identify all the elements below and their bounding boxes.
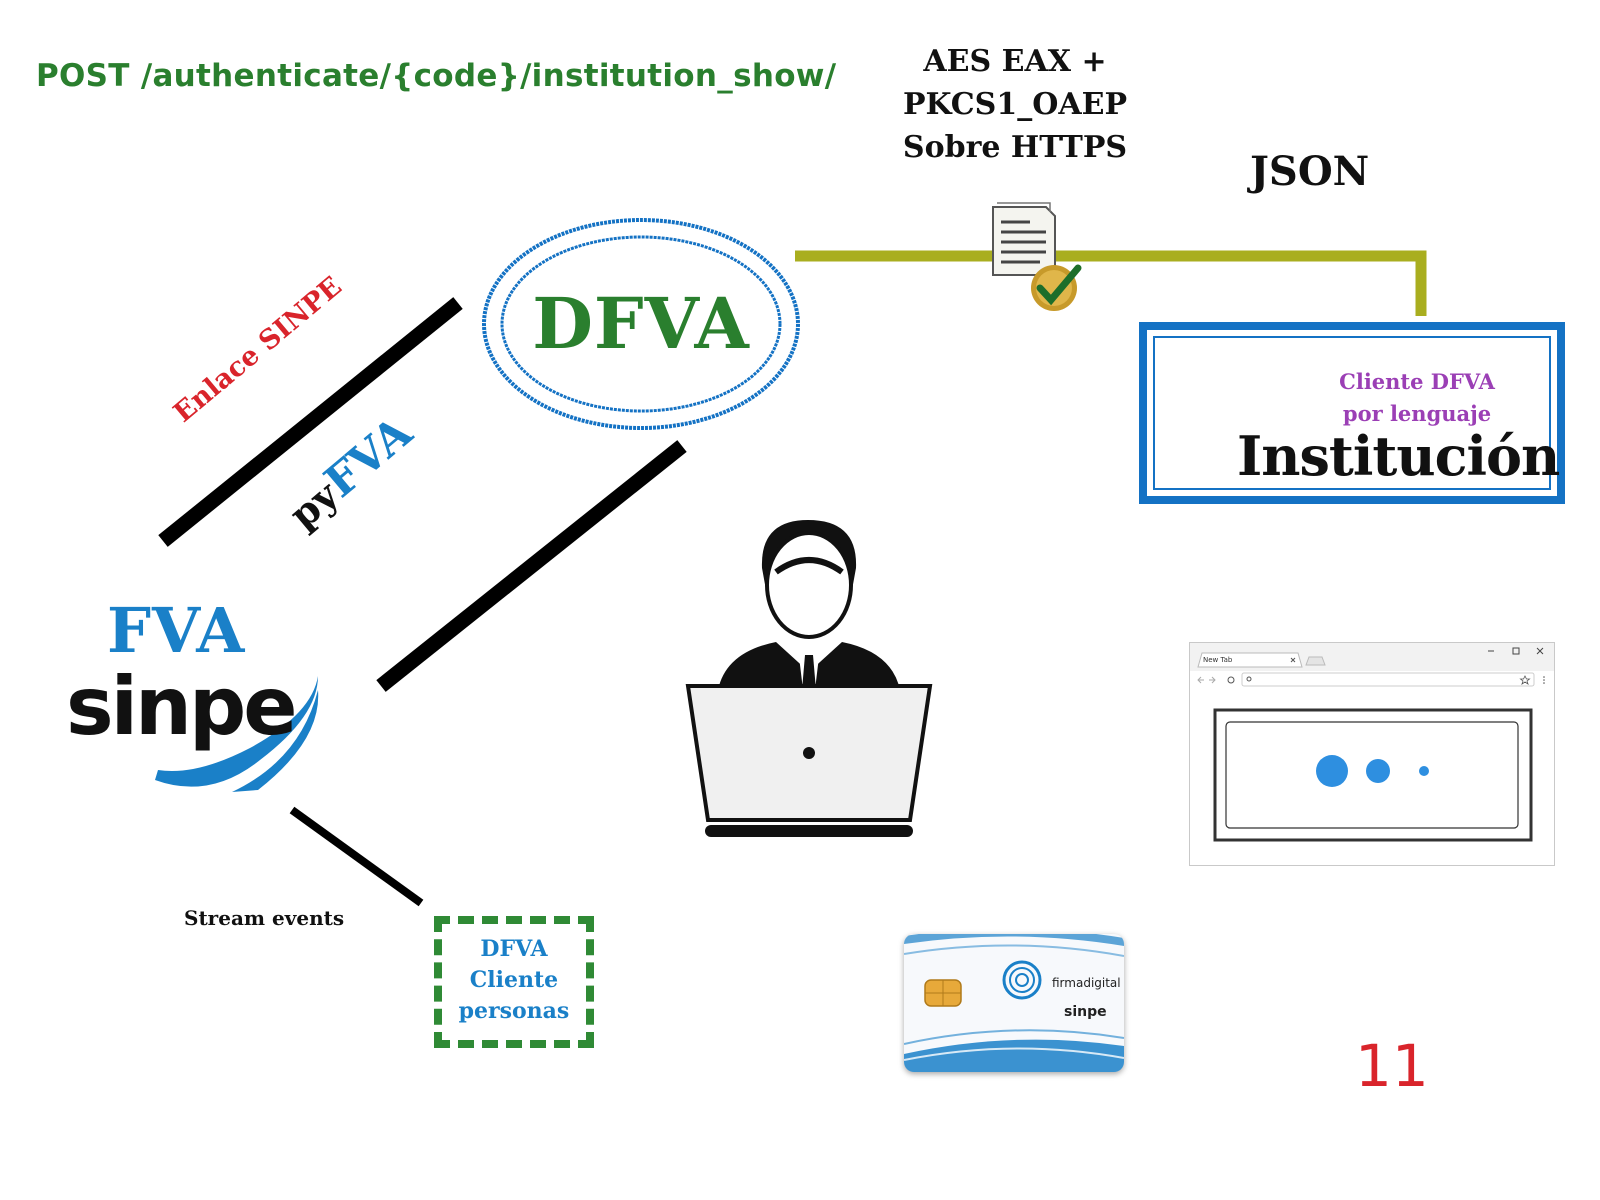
crypto-label: AES EAX + PKCS1_OAEP Sobre HTTPS <box>880 40 1150 169</box>
slide-number: 11 <box>1355 1032 1429 1100</box>
forward-icon <box>1209 676 1216 684</box>
dfva-server-label: DFVA <box>532 282 750 365</box>
tab-close-icon <box>1290 657 1296 663</box>
dfva-persons-text: DFVA Cliente personas <box>442 934 586 1027</box>
institution-inner-border: Cliente DFVA por lenguaje Institución <box>1153 336 1560 490</box>
browser-window: New Tab <box>1189 642 1555 866</box>
dfva-persons-line-3: personas <box>458 998 570 1024</box>
signed-document-icon <box>992 202 1082 311</box>
api-endpoint-label: POST /authenticate/{code}/institution_sh… <box>36 58 837 94</box>
institution-client-line-2: por lenguaje <box>1342 401 1492 426</box>
card-sinpe-text: sinpe <box>1064 1004 1107 1020</box>
sinpe-logo-text: sinpe <box>66 660 298 753</box>
json-connector-line <box>795 250 1427 316</box>
institution-client-label: Cliente DFVA por lenguaje <box>1327 366 1507 430</box>
pyfva-link <box>376 440 687 692</box>
back-icon <box>1197 676 1204 684</box>
loading-dot-medium <box>1366 759 1390 783</box>
browser-chrome <box>1190 643 1554 842</box>
stream-events-label: Stream events <box>184 906 345 930</box>
card-brand-text: firmadigital <box>1052 976 1121 990</box>
loading-dot-small <box>1419 766 1429 776</box>
new-tab-icon <box>1305 656 1326 666</box>
dfva-server-emblem <box>482 218 800 430</box>
crypto-line-2: PKCS1_OAEP <box>902 87 1128 122</box>
fva-logo-text: FVA <box>107 594 246 667</box>
dfva-persons-line-2: Cliente <box>469 967 559 993</box>
maximize-icon <box>1512 647 1520 655</box>
sinpe-swoosh-icon <box>155 676 318 787</box>
crypto-line-3: Sobre HTTPS <box>902 130 1128 165</box>
card-art <box>904 934 1124 1072</box>
spiral-logo-icon <box>1002 960 1042 1000</box>
enlace-sinpe-link <box>158 297 463 547</box>
json-label: JSON <box>1250 148 1370 195</box>
browser-tab-label: New Tab <box>1203 656 1233 664</box>
window-close-icon <box>1536 647 1544 655</box>
firma-digital-card: firmadigital sinpe <box>904 934 1124 1072</box>
loading-dot-large <box>1316 755 1348 787</box>
stream-events-link <box>289 806 424 907</box>
bookmark-star-icon <box>1519 675 1531 685</box>
institution-client-line-1: Cliente DFVA <box>1339 369 1495 394</box>
address-bar <box>1241 672 1535 687</box>
institution-name: Institución <box>1237 424 1560 488</box>
dfva-persons-client-box: DFVA Cliente personas <box>434 916 594 1048</box>
user-with-laptop-icon <box>685 520 933 837</box>
dfva-persons-line-1: DFVA <box>480 936 548 962</box>
institution-box: Cliente DFVA por lenguaje Institución <box>1139 322 1565 504</box>
reload-icon <box>1227 676 1235 684</box>
search-icon <box>1246 676 1252 682</box>
crypto-line-1: AES EAX + <box>923 44 1107 79</box>
menu-dots-icon <box>1543 676 1545 678</box>
